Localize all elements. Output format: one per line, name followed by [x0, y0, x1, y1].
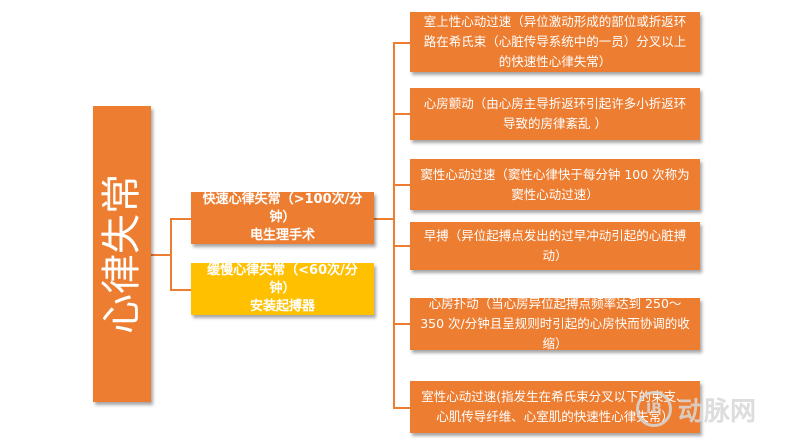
branch-slow-text: 缓慢心律失常（<60次/分钟） 安装起搏器 — [199, 262, 366, 316]
connector-branch-vertical — [170, 218, 172, 290]
leaf-vt-text: 室性心动过速(指发生在希氏束分叉以下的束支、心肌传导纤维、心室肌的快速性心律失常… — [421, 389, 689, 424]
leaf-sinus-tachycardia: 窦性心动过速（窦性心律快于每分钟 100 次称为窦性心动过速） — [410, 159, 700, 210]
watermark-text: 动脉网 — [678, 396, 757, 427]
leaf-sinus-text: 窦性心动过速（窦性心律快于每分钟 100 次称为窦性心动过速） — [420, 166, 690, 202]
branch-fast-arrhythmia: 快速心律失常（>100次/分钟） 电生理手术 — [191, 192, 374, 244]
leaf-flutter-text: 心房扑动（当心房异位起搏点频率达到 250～350 次/分钟且呈规则时引起的心房… — [420, 296, 690, 351]
connector-leaf-5 — [393, 407, 410, 409]
connector-leaf-0 — [393, 42, 410, 44]
branch-fast-label: 快速心律失常（>100次/分钟） — [202, 192, 363, 225]
watermark-logo-icon: IB — [636, 391, 672, 427]
branch-fast-text: 快速心律失常（>100次/分钟） 电生理手术 — [199, 191, 366, 245]
connector-leaf-2 — [393, 184, 410, 186]
root-node: 心律失常 — [93, 106, 151, 402]
connector-leaf-4 — [393, 323, 410, 325]
connector-leaf-3 — [393, 245, 410, 247]
connector-leaves-vertical — [393, 42, 395, 408]
leaf-af-text: 心房颤动（由心房主导折返环引起许多小折返环导致的房律紊乱 ） — [423, 96, 687, 131]
branch-fast-sub: 电生理手术 — [249, 228, 315, 243]
leaf-svt: 室上性心动过速（异位激动形成的部位或折返环路在希氏束（心脏传导系统中的一员）分叉… — [410, 12, 700, 72]
branch-slow-sub: 安装起搏器 — [249, 299, 315, 314]
connector-branch-1 — [170, 289, 191, 291]
connector-leaf-1 — [393, 113, 410, 115]
connector-mid-out — [374, 218, 394, 220]
leaf-premature-beat: 早搏（异位起搏点发出的过早冲动引起的心脏搏动） — [410, 222, 700, 270]
branch-slow-arrhythmia: 缓慢心律失常（<60次/分钟） 安装起搏器 — [191, 263, 374, 315]
connector-root — [151, 254, 171, 256]
connector-branch-0 — [170, 218, 191, 220]
leaf-premature-text: 早搏（异位起搏点发出的过早冲动引起的心脏搏动） — [423, 228, 687, 263]
leaf-atrial-flutter: 心房扑动（当心房异位起搏点频率达到 250～350 次/分钟且呈规则时引起的心房… — [410, 296, 700, 351]
leaf-svt-text: 室上性心动过速（异位激动形成的部位或折返环路在希氏束（心脏传导系统中的一员）分叉… — [423, 14, 687, 69]
leaf-atrial-fibrillation: 心房颤动（由心房主导折返环引起许多小折返环导致的房律紊乱 ） — [410, 88, 700, 140]
branch-slow-label: 缓慢心律失常（<60次/分钟） — [207, 263, 358, 296]
root-label: 心律失常 — [99, 174, 145, 334]
watermark: IB 动脉网 — [636, 386, 796, 432]
